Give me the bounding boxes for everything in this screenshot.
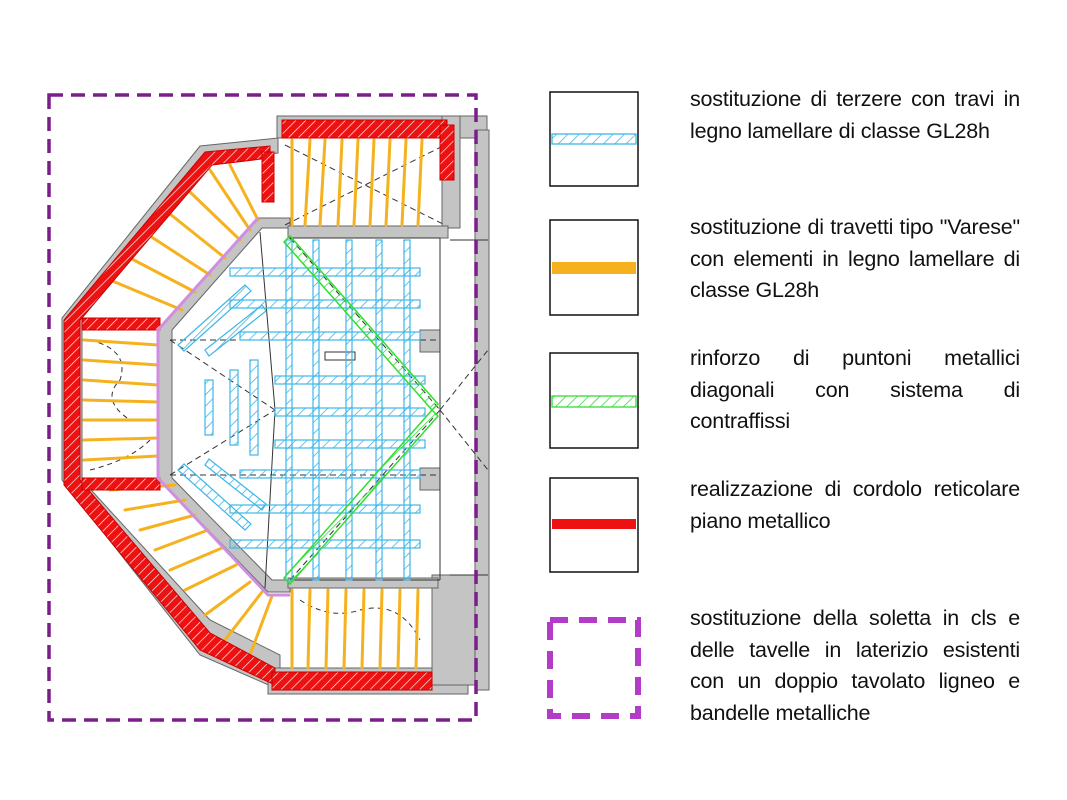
legend-symbol-terzere	[549, 91, 639, 187]
wall-right-edge	[474, 129, 490, 691]
legend-text-soletta: sostituzione della soletta in cls e dell…	[690, 606, 1020, 725]
wall-middle	[287, 225, 449, 239]
pillar-1	[419, 329, 441, 353]
legend-symbol-soletta	[547, 617, 641, 719]
legend-text-puntoni: rinforzo di puntoni metallici diagonali …	[690, 346, 1020, 433]
legend-text-terzere: sostituzione di terzere con travi in leg…	[690, 87, 1020, 143]
legend-symbol-travetti	[549, 219, 639, 316]
legend-text-cordolo: realizzazione di cordolo reticolare pian…	[690, 477, 1020, 533]
puntoni-diagonals	[282, 234, 440, 586]
legend-symbol-cordolo	[549, 477, 639, 573]
pillar-2	[419, 467, 441, 491]
walls	[61, 115, 490, 695]
cordolo-ring	[63, 119, 455, 691]
soletta-border	[47, 93, 478, 722]
inner-outline	[156, 217, 290, 597]
wall-inner-octagon	[157, 217, 291, 593]
legend-symbol-puntoni	[549, 352, 639, 449]
legend-text-travetti: sostituzione di travetti tipo "Varese" c…	[690, 215, 1020, 302]
